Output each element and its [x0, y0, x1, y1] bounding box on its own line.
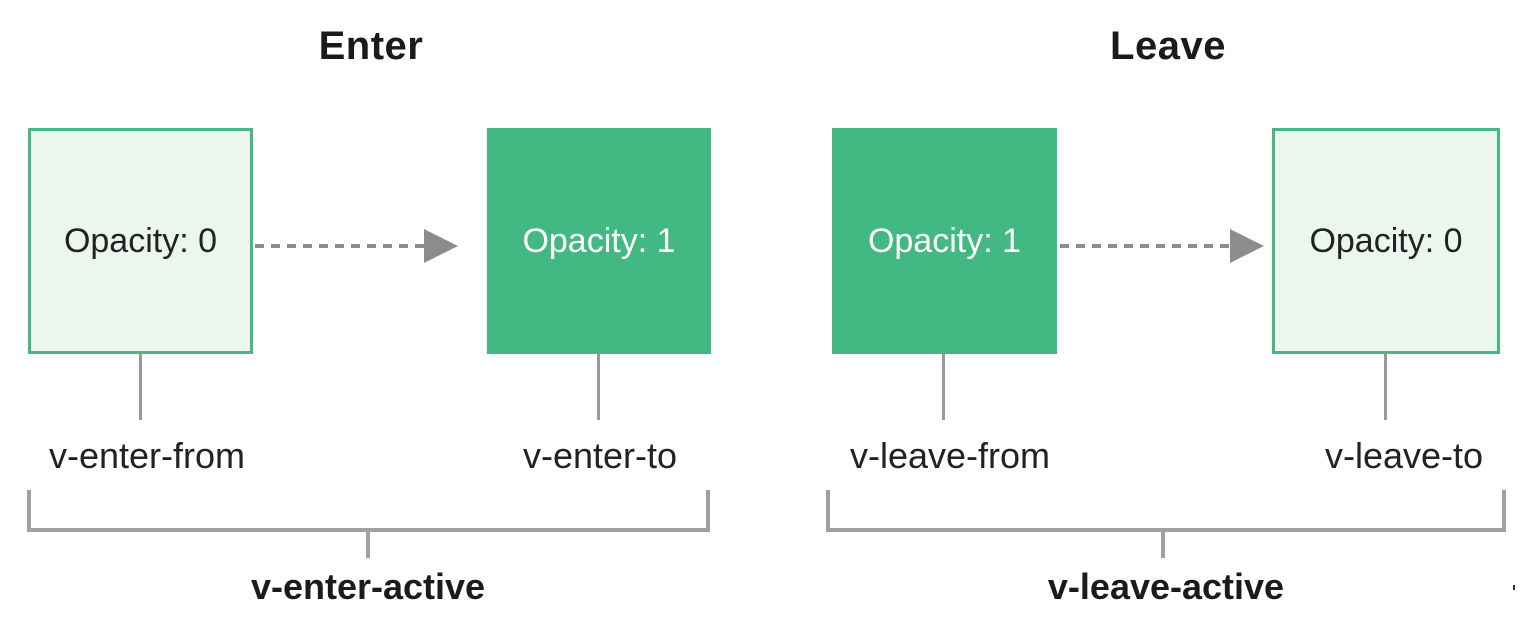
leave-section-title: Leave [1110, 24, 1226, 68]
enter-bracket-center-tick [366, 532, 370, 558]
enter-from-box: Opacity: 0 [28, 128, 253, 354]
leave-to-box: Opacity: 0 [1272, 128, 1500, 354]
opacity-value-label: Opacity: 0 [63, 222, 218, 260]
enter-to-connector-line [597, 354, 600, 420]
leave-from-box: Opacity: 1 [832, 128, 1057, 354]
leave-arrowhead-icon [1230, 229, 1264, 263]
enter-active-class-label: v-enter-active [250, 566, 486, 607]
enter-arrowhead-icon [424, 229, 458, 263]
opacity-value-label: Opacity: 1 [522, 222, 676, 260]
leave-to-class-label: v-leave-to [1324, 435, 1484, 476]
leave-bracket-center-tick [1161, 532, 1165, 558]
enter-section-title: Enter [318, 24, 424, 68]
leave-active-class-label: v-leave-active [1047, 566, 1285, 607]
enter-to-class-label: v-enter-to [522, 435, 678, 476]
enter-to-box: Opacity: 1 [487, 128, 711, 354]
opacity-value-label: Opacity: 1 [867, 222, 1022, 260]
enter-active-bracket [27, 490, 710, 532]
leave-from-connector-line [942, 354, 945, 420]
leave-active-bracket [826, 490, 1506, 532]
opacity-value-label: Opacity: 0 [1309, 222, 1463, 260]
leave-from-class-label: v-leave-from [849, 435, 1051, 476]
enter-from-class-label: v-enter-from [48, 435, 246, 476]
enter-from-connector-line [139, 354, 142, 420]
leave-to-connector-line [1384, 354, 1387, 420]
leave-arrow-dashed-line [1060, 244, 1232, 248]
stray-tick [1513, 585, 1515, 590]
enter-arrow-dashed-line [255, 244, 425, 248]
